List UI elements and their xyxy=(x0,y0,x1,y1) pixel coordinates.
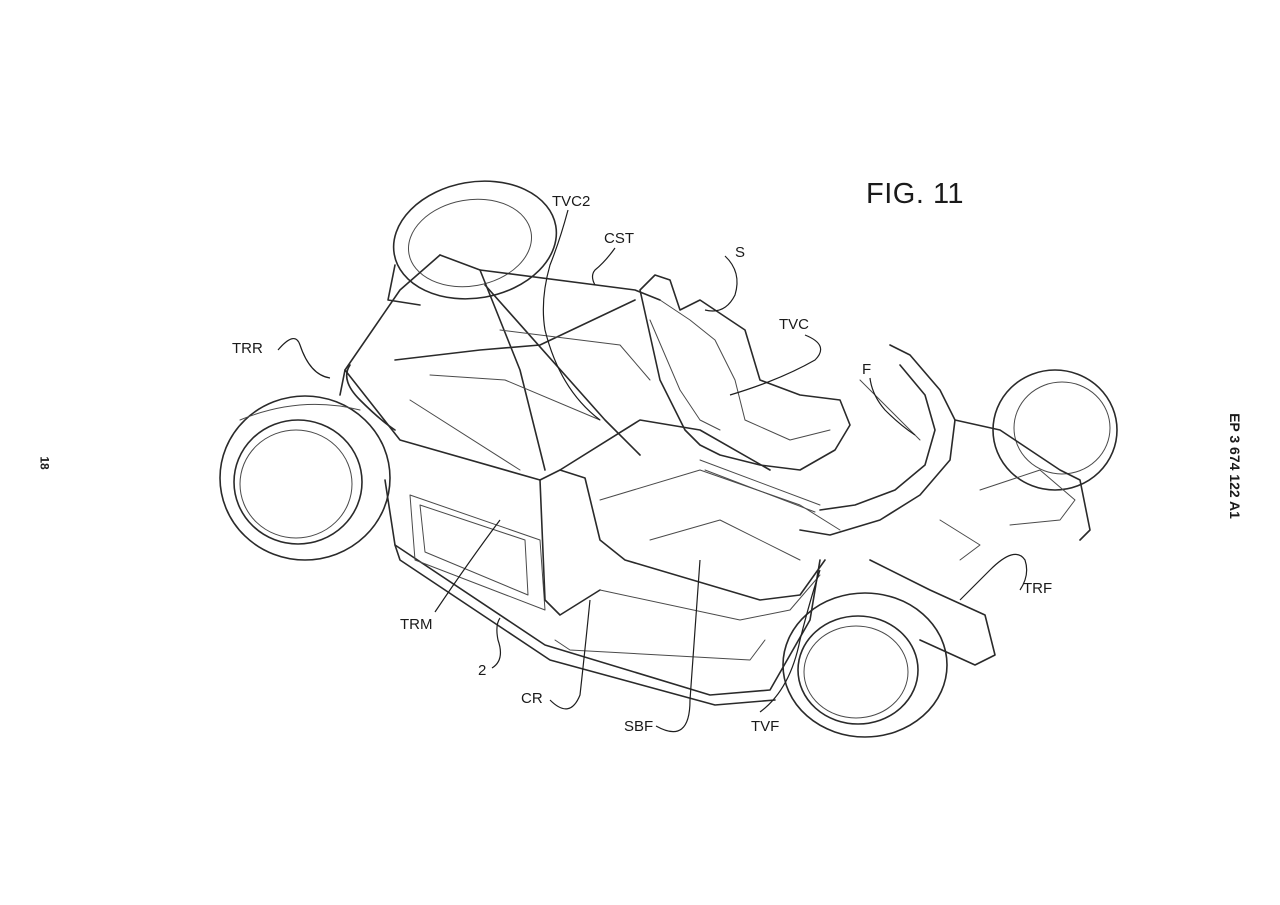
rear-upper-wheel xyxy=(387,180,558,306)
rear-left-wheel xyxy=(219,395,391,561)
label-f: F xyxy=(862,361,872,378)
label-tvf: TVF xyxy=(751,718,780,735)
label-tvc: TVC xyxy=(779,316,809,333)
label-tvc2: TVC2 xyxy=(552,193,591,210)
seat xyxy=(639,274,851,513)
front-right-wheel xyxy=(992,369,1118,491)
page-number: 18 xyxy=(37,456,52,470)
label-trr: TRR xyxy=(232,340,263,357)
figure-title: FIG. 11 xyxy=(866,178,965,210)
label-trm: TRM xyxy=(400,616,433,633)
label-cr: CR xyxy=(521,690,543,707)
label-cst: CST xyxy=(604,230,634,247)
leader-lines xyxy=(277,209,1028,733)
label-2: 2 xyxy=(478,662,487,679)
front-structure xyxy=(799,344,1091,666)
label-sbf: SBF xyxy=(624,718,654,735)
publication-number: EP 3 674 122 A1 xyxy=(1226,413,1243,519)
front-bottom-wheel xyxy=(782,592,948,738)
label-trf: TRF xyxy=(1023,580,1053,597)
label-s: S xyxy=(735,244,746,261)
chassis-frame xyxy=(339,254,841,561)
